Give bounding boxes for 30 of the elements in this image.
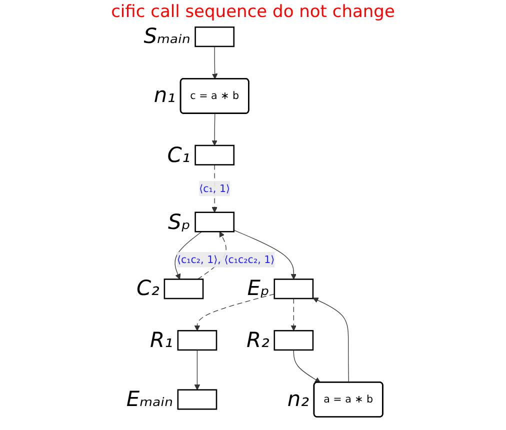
node-name: R₂ [246,328,270,352]
arrow [293,350,321,383]
arrow [312,298,349,383]
node-box [177,330,218,351]
node-box [194,144,235,166]
node-name: C₂ [136,277,160,300]
arrow [234,230,296,280]
node-name: n₂ [287,388,309,411]
arrow [194,350,200,390]
node-box [177,389,218,410]
arrow [290,298,296,331]
node-name: Sₘₐᵢₙ [144,25,190,48]
edge-label: ⟨c₁, 1⟩ [199,182,230,194]
node-box [194,212,235,232]
node-box [274,330,314,351]
arrow [174,231,202,280]
node-name: C₁ [167,144,190,167]
node-name: R₁ [150,328,173,352]
diagram-title: cific call sequence do not change [110,2,396,22]
node-box [194,26,235,48]
edge-label: ⟨c₁c₂, 1⟩, ⟨c₁c₂c₂, 1⟩ [176,253,275,266]
arrow [194,294,275,331]
arrow [212,46,218,80]
node-name: Sₚ [168,210,190,234]
node-box [164,278,204,300]
node-name: n₁ [154,84,176,108]
node-box [274,278,314,300]
node-name: Eₚ [247,277,270,300]
node-name: Eₘₐᵢₙ [126,388,173,411]
arrow [212,113,218,146]
